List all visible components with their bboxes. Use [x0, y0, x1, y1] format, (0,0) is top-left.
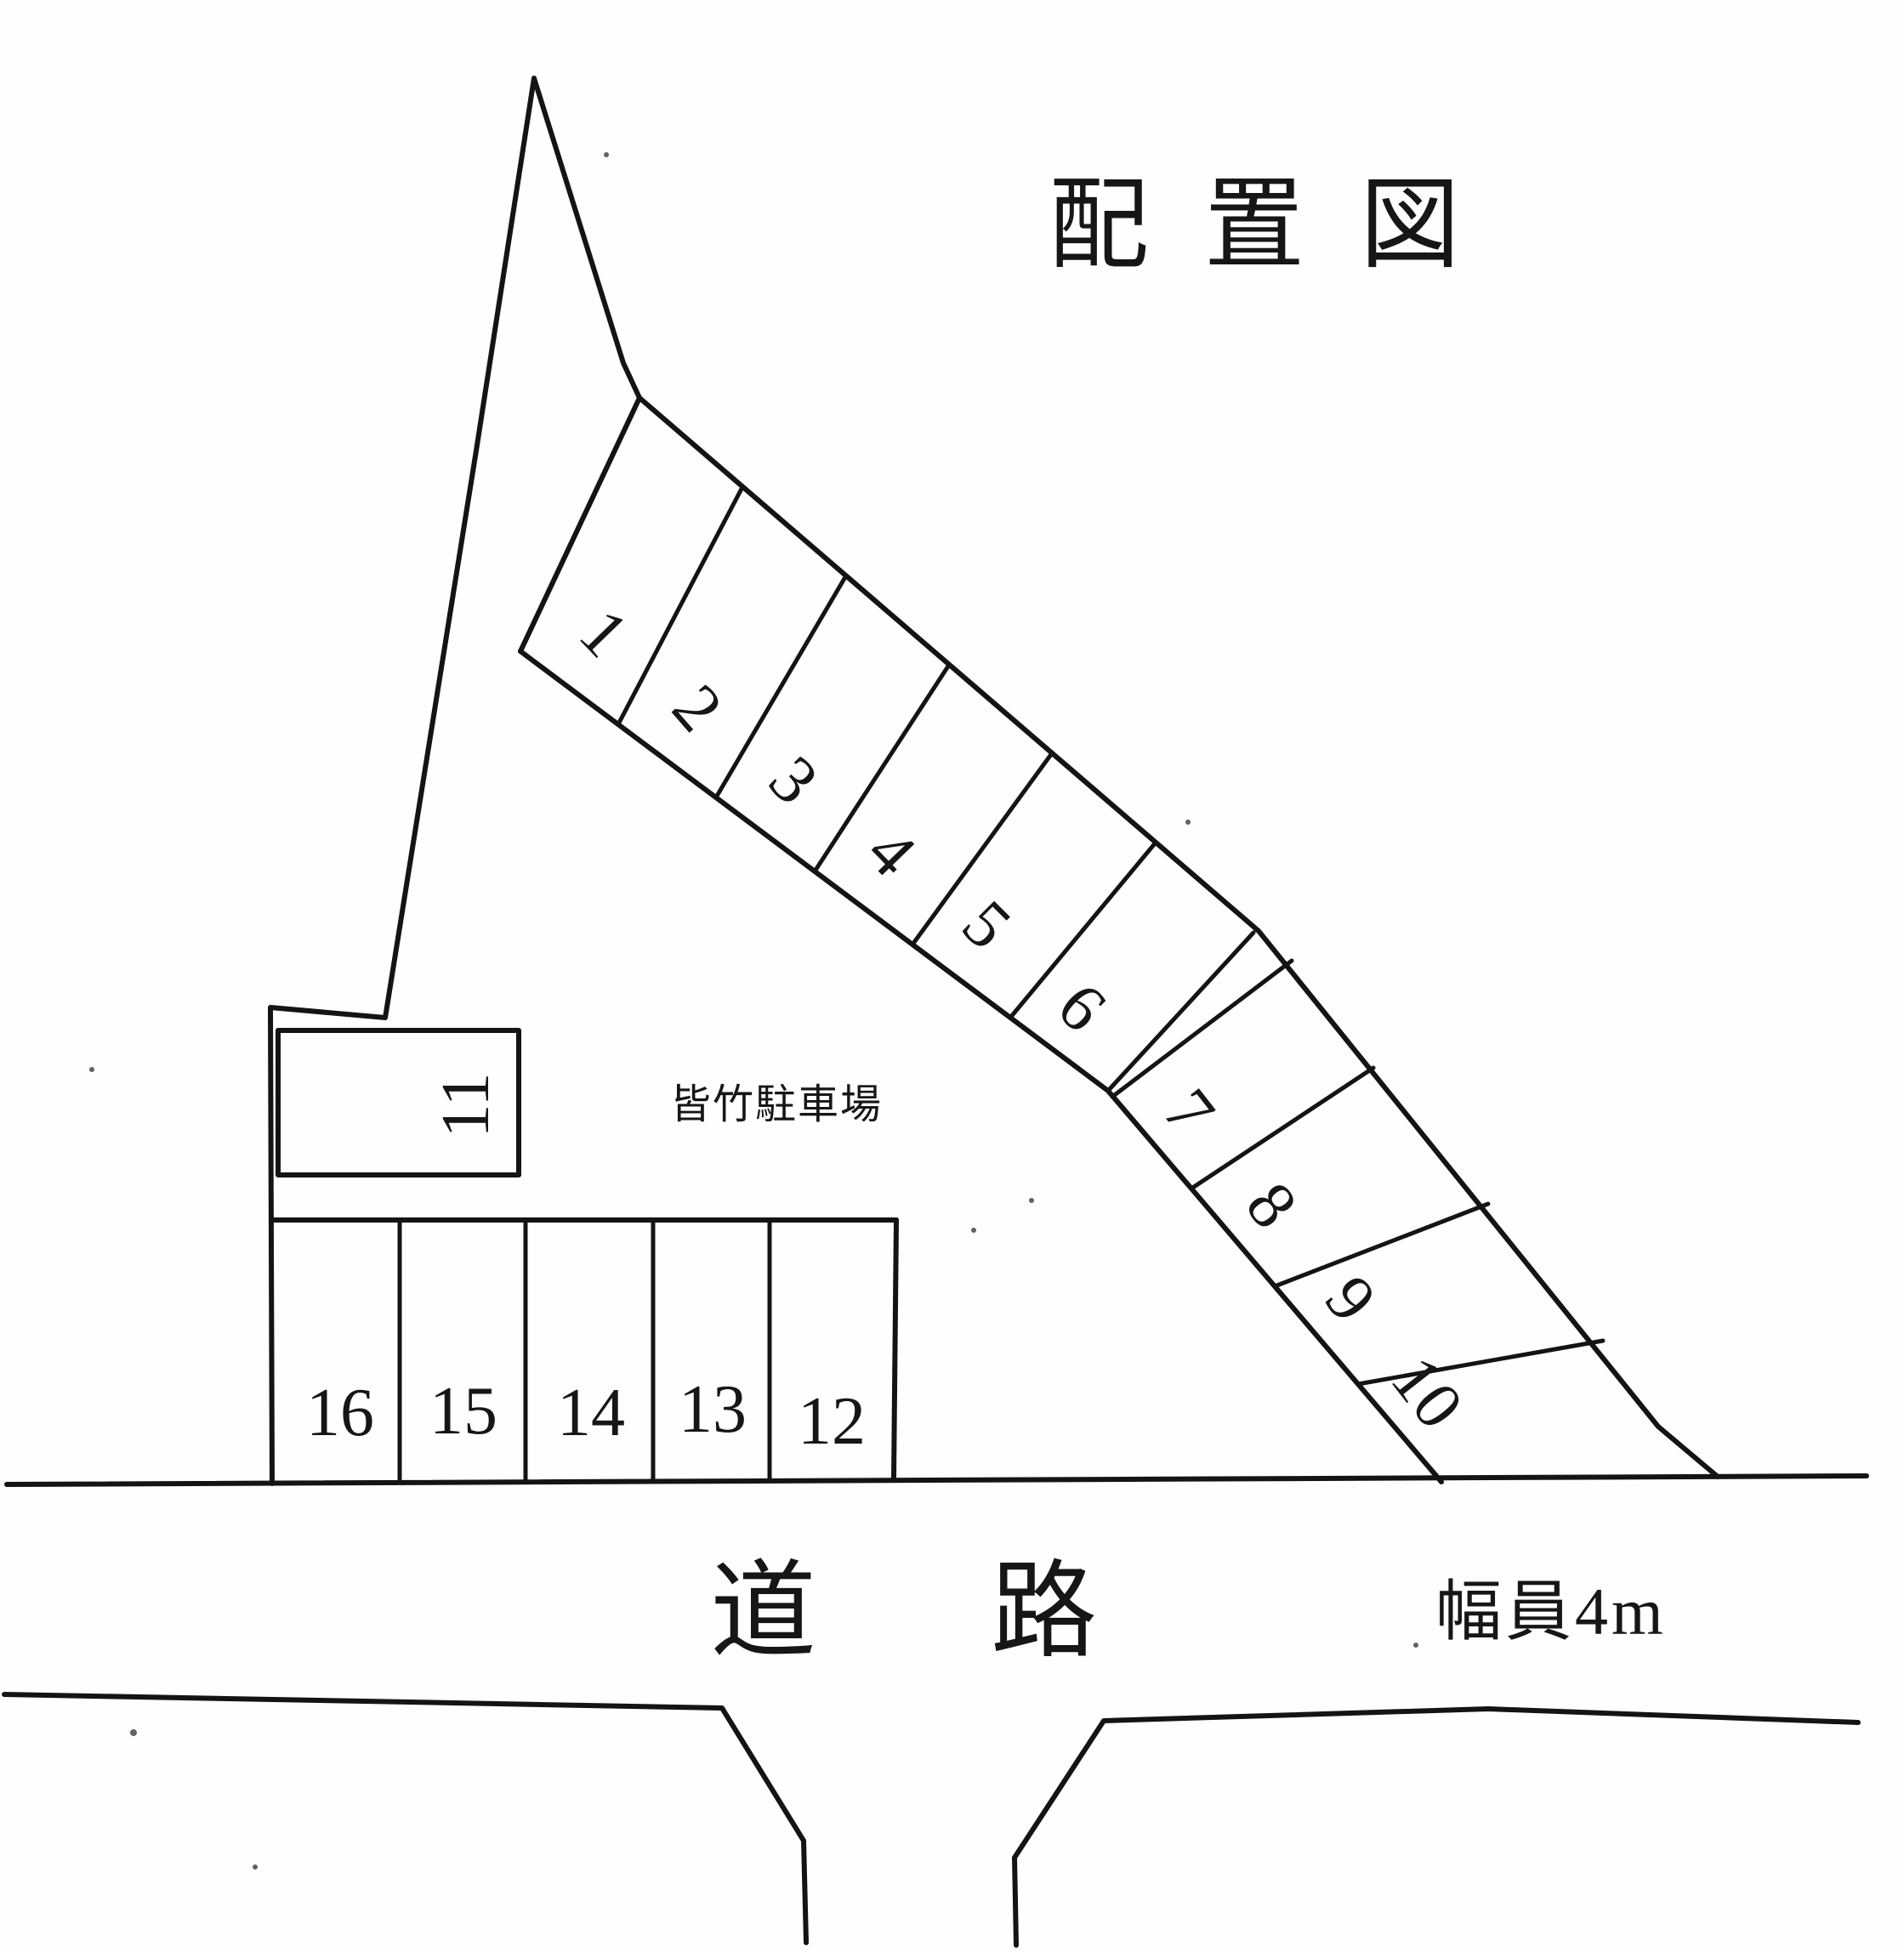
scan-specks: [89, 152, 1418, 1870]
space-label-6: 6: [1043, 969, 1121, 1047]
space-label-1: 1: [565, 595, 642, 672]
plot-boundary-right: [531, 76, 1720, 1479]
separator-3-4: [812, 662, 952, 874]
space-label-14: 14: [557, 1376, 625, 1450]
space-label-11: 11: [429, 1072, 503, 1138]
space-11-box: [276, 1028, 521, 1177]
road-width-label: 幅員4m: [1435, 1575, 1667, 1648]
separator-8-9: [1272, 1201, 1491, 1289]
separator-5-6: [1008, 840, 1158, 1020]
band-lower-edge: [518, 649, 1444, 1484]
separator-2-3: [713, 573, 849, 800]
road-south-edge-right: [1012, 1706, 1861, 1948]
space-label-5: 5: [948, 887, 1026, 964]
road-north-edge: [4, 1473, 1869, 1487]
separator-4-5: [910, 751, 1054, 947]
band-left-edge: [518, 395, 642, 654]
page-title: 配置図: [1049, 170, 1515, 281]
space-label-3: 3: [754, 742, 832, 819]
road-label: 道路: [710, 1554, 1271, 1671]
space-label-7: 7: [1149, 1075, 1229, 1149]
space-label-13: 13: [679, 1372, 747, 1447]
space-label-9: 9: [1310, 1263, 1390, 1336]
separator-1-2: [616, 485, 745, 727]
space-label-12: 12: [798, 1384, 866, 1459]
site-name-label: 皆竹駐車場: [670, 1082, 883, 1127]
space-label-4: 4: [852, 814, 929, 891]
plot-boundary-left: [268, 76, 537, 1486]
separator-6-wedge-a: [1105, 930, 1256, 1093]
space-label-2: 2: [658, 671, 737, 746]
space-label-16: 16: [306, 1376, 374, 1450]
separator-6-wedge-b: [1110, 958, 1294, 1099]
road-south-edge-left: [2, 1692, 809, 1945]
bottom-row-right-edge: [891, 1217, 899, 1480]
space-label-8: 8: [1231, 1169, 1311, 1242]
space-label-10: 10: [1377, 1342, 1478, 1442]
space-label-15: 15: [429, 1374, 497, 1449]
separator-9-10: [1356, 1338, 1606, 1387]
separator-7-8: [1189, 1065, 1376, 1191]
